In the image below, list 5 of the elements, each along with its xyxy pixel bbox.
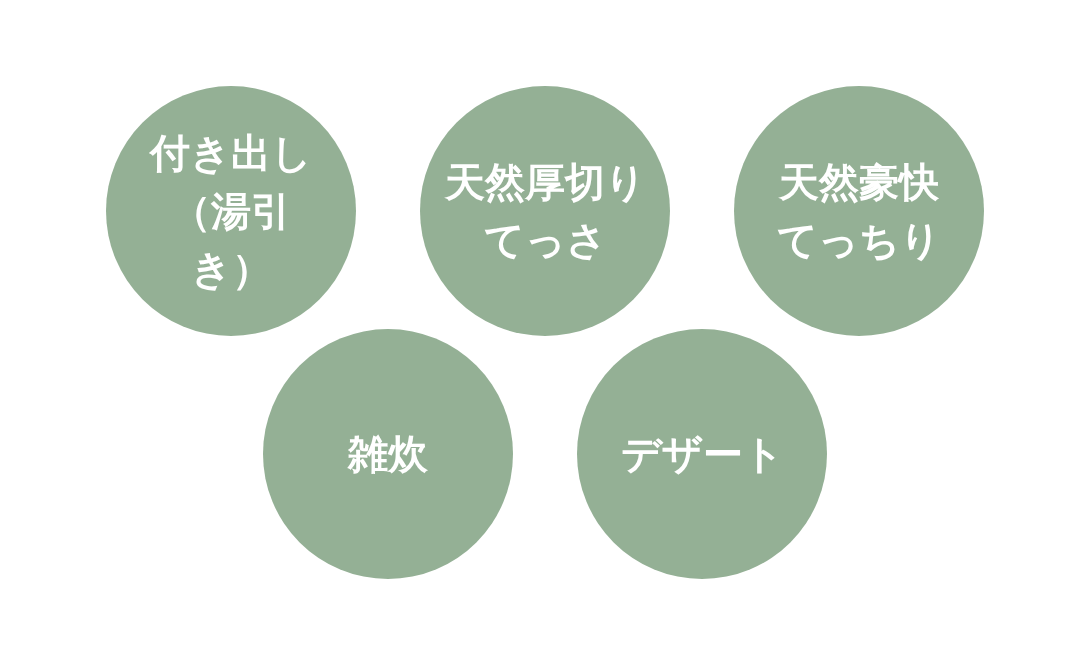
node-label: 天然厚切りてっさ — [443, 157, 647, 265]
node-label: 雑炊 — [346, 429, 429, 479]
node-label: 天然豪快てっちり — [776, 157, 942, 265]
node-label: 付き出し（湯引き） — [148, 128, 313, 294]
node-label: デザート — [619, 429, 785, 479]
